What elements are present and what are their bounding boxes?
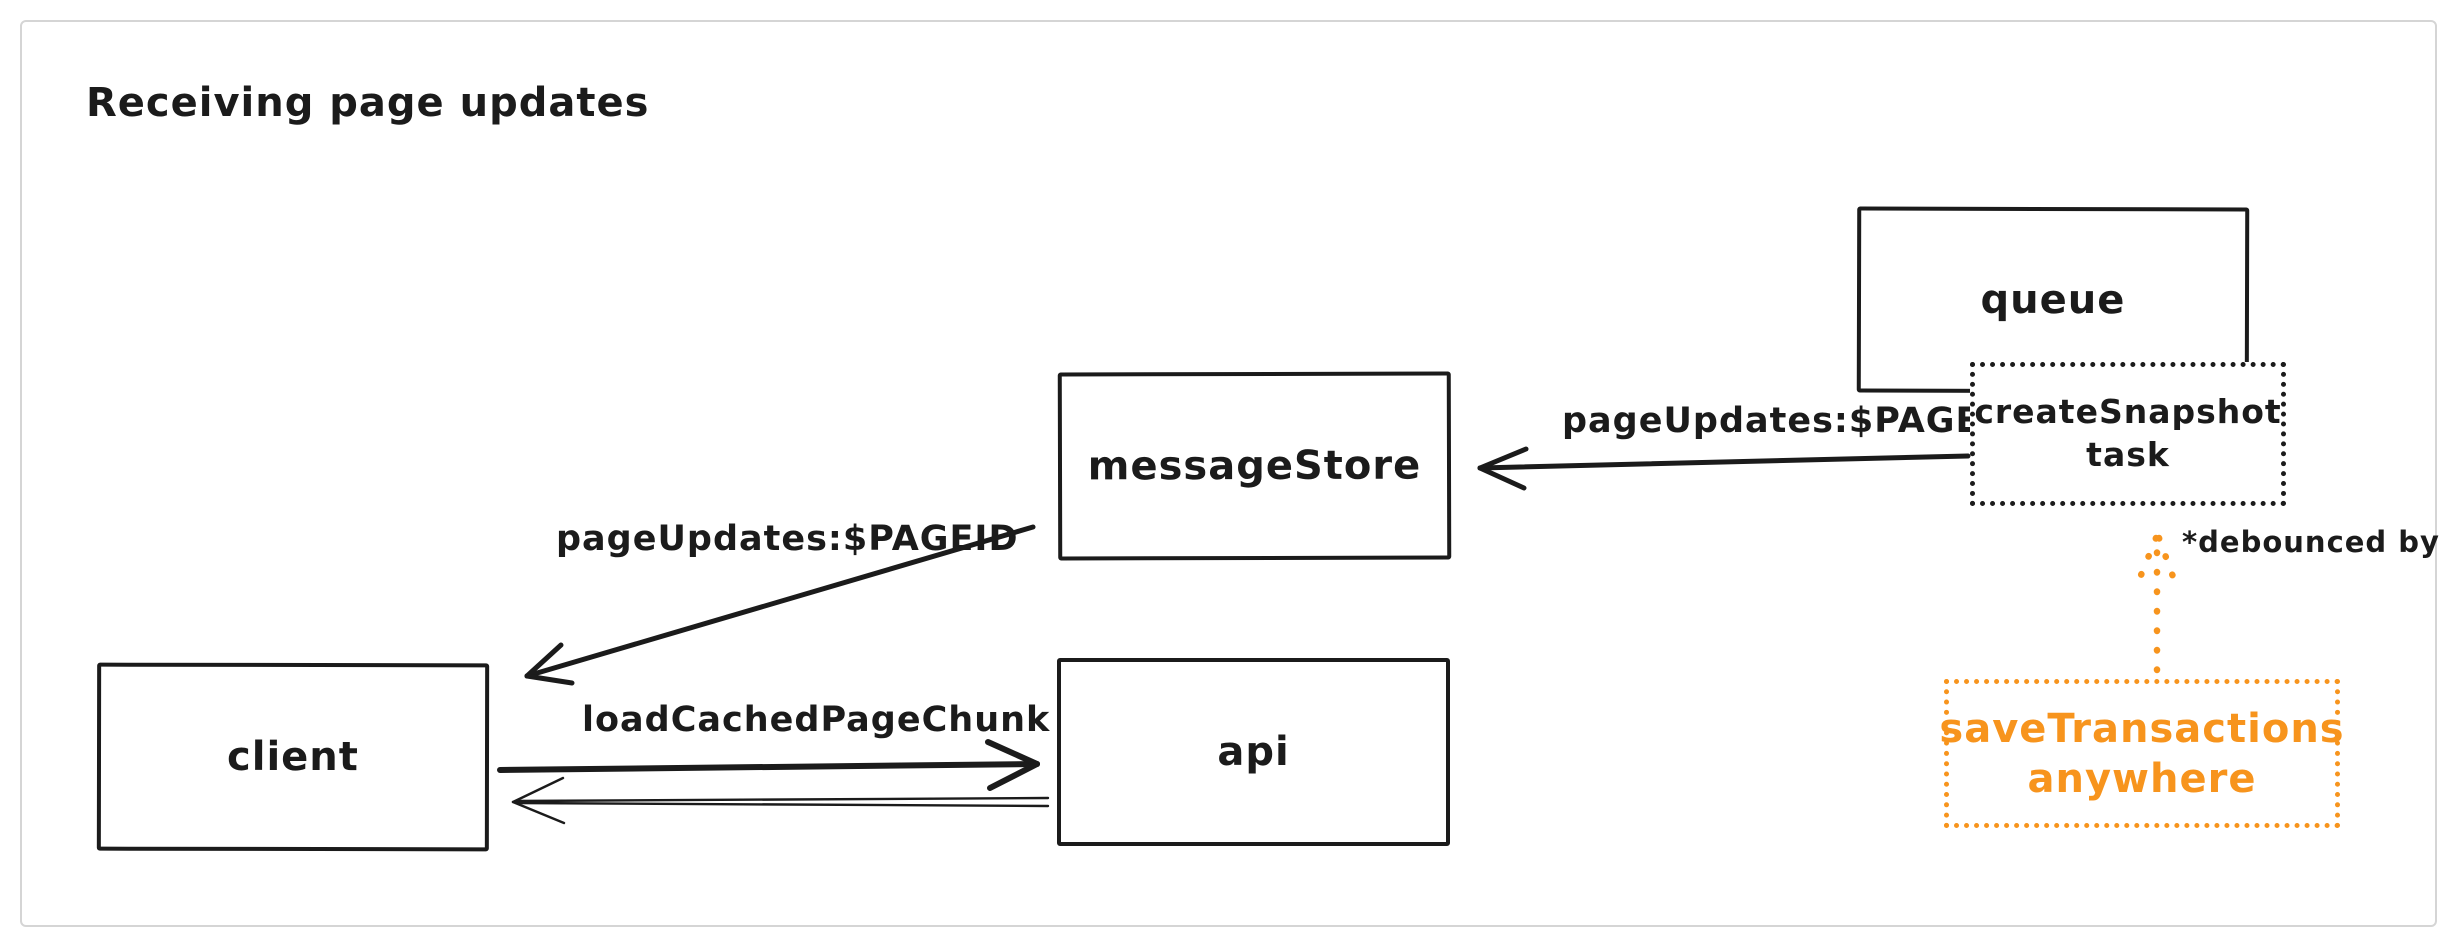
node-messagestore: messageStore <box>1057 371 1452 561</box>
node-client: client <box>96 662 490 852</box>
edge-label-pageupdates-snapshot-messagestore: pageUpdates:$PAGEID <box>1562 401 2025 441</box>
node-save-transactions-label-line2: anywhere <box>2027 755 2257 802</box>
node-create-snapshot-task: createSnapshot task <box>1970 362 2286 506</box>
node-save-transactions: saveTransactions anywhere <box>1939 679 2344 828</box>
node-api-label: api <box>1217 729 1290 775</box>
debounced-note: *debounced by 10m <box>2182 525 2454 559</box>
node-messagestore-label: messageStore <box>1087 442 1422 490</box>
edge-label-pageupdates-messagestore-client: pageUpdates:$PAGEID <box>556 519 1019 559</box>
edge-label-loadcachedpagechunk: loadCachedPageChunk <box>582 700 1051 740</box>
node-client-label: client <box>227 733 359 781</box>
node-create-snapshot-task-label-line1: createSnapshot <box>1974 392 2282 432</box>
node-save-transactions-label-line1: saveTransactions <box>1939 705 2345 752</box>
diagram-title: Receiving page updates <box>86 80 650 126</box>
node-queue-label: queue <box>1980 276 2126 324</box>
node-create-snapshot-task-label-line2: task <box>2086 435 2170 474</box>
node-api: api <box>1057 658 1450 846</box>
